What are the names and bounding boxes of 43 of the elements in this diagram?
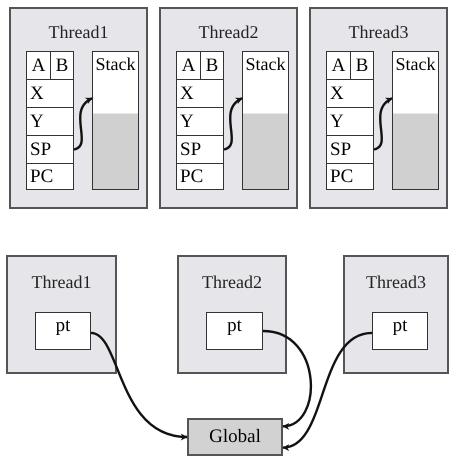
stack-box: Stack (392, 51, 439, 190)
curved-arrow (74, 97, 93, 151)
register-cell: Y (176, 107, 224, 136)
register-cell: PC (176, 163, 224, 190)
thread-panel (343, 255, 449, 374)
register-cell: Y (26, 107, 74, 136)
pointer-box: pt (206, 312, 263, 350)
register-cell: X (176, 79, 224, 108)
pointer-box: pt (35, 312, 91, 350)
thread-title: Thread2 (198, 22, 260, 43)
register-cell: PC (26, 163, 74, 190)
register-cell: A (326, 51, 351, 80)
register-cell: PC (326, 163, 374, 190)
register-cell: SP (26, 135, 74, 164)
register-cell: B (200, 51, 224, 80)
stack-box: Stack (242, 51, 289, 190)
register-cell: B (350, 51, 374, 80)
thread-panel (309, 7, 448, 209)
curved-arrow (90, 332, 188, 440)
register-cell: B (50, 51, 74, 80)
curved-arrow (282, 332, 372, 450)
thread-panel (177, 255, 287, 374)
thread-title: Thread1 (30, 272, 92, 293)
global-box: Global (187, 418, 283, 456)
thread-panel (6, 255, 117, 374)
register-cell: SP (176, 135, 224, 164)
pointer-box: pt (372, 312, 428, 350)
thread-panel (9, 7, 148, 209)
thread-title: Thread3 (365, 272, 427, 293)
curved-arrow (262, 330, 312, 429)
register-cell: SP (326, 135, 374, 164)
curved-arrow (374, 97, 393, 151)
curved-arrow (224, 97, 243, 151)
register-cell: A (26, 51, 51, 80)
register-cell: A (176, 51, 201, 80)
stack-box: Stack (92, 51, 139, 190)
register-cell: X (26, 79, 74, 108)
thread-panel (159, 7, 298, 209)
thread-title: Thread1 (48, 22, 110, 43)
register-cell: Y (326, 107, 374, 136)
thread-title: Thread3 (348, 22, 410, 43)
thread-title: Thread2 (201, 272, 263, 293)
register-cell: X (326, 79, 374, 108)
